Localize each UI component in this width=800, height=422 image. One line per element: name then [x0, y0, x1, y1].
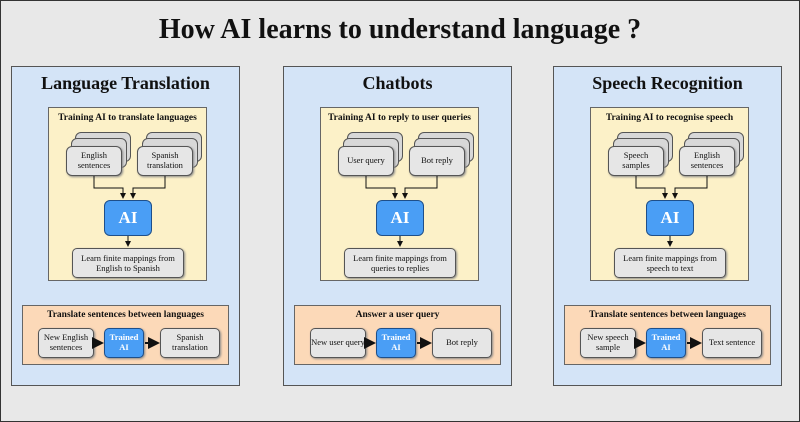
trained-ai-box: Trained AI	[104, 328, 144, 358]
diagram-title: How AI learns to understand language ?	[158, 14, 642, 45]
ai-box: AI	[376, 200, 424, 236]
ai-box: AI	[646, 200, 694, 236]
training-box: Training AI to recognise speech Speech s…	[590, 107, 749, 281]
training-box: Training AI to reply to user queries Use…	[320, 107, 479, 281]
panel-language-translation: Language Translation Training AI to tran…	[11, 66, 240, 386]
usage-box: Answer a user query New user query Train…	[294, 305, 501, 365]
usage-input-box: New speech sample	[580, 328, 636, 358]
usage-title: Translate sentences between languages	[589, 310, 746, 320]
left-card-front: User query	[338, 146, 394, 176]
usage-input-box: New user query	[310, 328, 366, 358]
learn-mappings-box: Learn finite mappings from queries to re…	[344, 248, 456, 278]
trained-ai-box: Trained AI	[376, 328, 416, 358]
learn-mappings-box: Learn finite mappings from speech to tex…	[614, 248, 726, 278]
training-title: Training AI to translate languages	[58, 113, 197, 123]
panel-heading: Chatbots	[362, 73, 433, 93]
usage-title: Translate sentences between languages	[47, 310, 204, 320]
usage-output-box: Spanish translation	[160, 328, 220, 358]
trained-ai-box: Trained AI	[646, 328, 686, 358]
right-card-front: English sentences	[679, 146, 735, 176]
learn-mappings-box: Learn finite mappings from English to Sp…	[72, 248, 184, 278]
usage-box: Translate sentences between languages Ne…	[22, 305, 229, 365]
left-card-front: Speech samples	[608, 146, 664, 176]
right-card-front: Spanish translation	[137, 146, 193, 176]
ai-box: AI	[104, 200, 152, 236]
left-card-front: English sentences	[66, 146, 122, 176]
right-card-front: Bot reply	[409, 146, 465, 176]
panel-heading: Language Translation	[41, 73, 210, 93]
usage-box: Translate sentences between languages Ne…	[564, 305, 771, 365]
usage-input-box: New English sentences	[38, 328, 94, 358]
panel-heading: Speech Recognition	[592, 73, 743, 93]
training-title: Training AI to reply to user queries	[327, 113, 472, 123]
panel-chatbots: Chatbots Training AI to reply to user qu…	[283, 66, 512, 386]
training-title: Training AI to recognise speech	[605, 113, 734, 123]
panel-speech-recognition: Speech Recognition Training AI to recogn…	[553, 66, 782, 386]
usage-output-box: Bot reply	[432, 328, 492, 358]
usage-title: Answer a user query	[355, 310, 440, 320]
training-box: Training AI to translate languages Engli…	[48, 107, 207, 281]
usage-output-box: Text sentence	[702, 328, 762, 358]
